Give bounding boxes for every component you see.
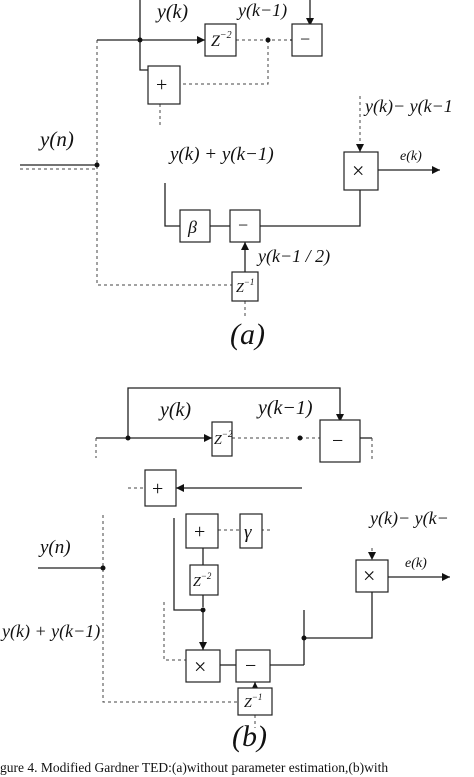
label-diff: y(k)− y(k− <box>368 508 449 529</box>
arrowhead <box>442 573 450 581</box>
minus-sign: − <box>238 215 248 235</box>
junction-dot <box>94 162 100 168</box>
delay-z2-block <box>211 421 233 457</box>
arrowhead <box>368 552 376 560</box>
label-yk: y(k) <box>155 1 188 23</box>
label-input: y(n) <box>38 537 71 558</box>
arrowhead <box>176 484 184 492</box>
label-output: e(k) <box>400 149 422 164</box>
arrowhead <box>356 144 364 152</box>
sublabel-a: (a) <box>230 318 265 351</box>
diagram-b: Z−2 − + + γ Z−2 × − Z−1 × y(k) y(k−1) y(… <box>0 387 450 753</box>
junction-dot <box>301 635 307 641</box>
times-sign: × <box>352 158 364 183</box>
plus-sign: + <box>156 74 167 96</box>
subtract-block-top <box>319 419 361 463</box>
label-yk: y(k) <box>158 399 191 421</box>
arrowhead <box>204 434 212 442</box>
minus-sign: − <box>245 655 256 677</box>
diagram-a: Z−2 − + × β − Z−1 y(k) y(k−1) y(n) y(k) … <box>20 0 453 351</box>
arrowhead <box>241 242 249 250</box>
delay-z1-label: Z−1 <box>244 692 262 711</box>
times-sign: × <box>363 563 375 588</box>
adder-block-top <box>144 469 177 507</box>
label-output: e(k) <box>405 556 427 571</box>
multiplier-block <box>185 649 221 683</box>
figure-caption: gure 4. Modified Gardner TED:(a)without … <box>0 760 388 775</box>
junction-dot <box>200 607 206 613</box>
delay-z2-loop-label: Z−2 <box>193 571 212 590</box>
gamma-symbol: γ <box>244 522 252 543</box>
label-diff: y(k)− y(k−1 <box>363 96 453 117</box>
subtract-block-top <box>291 23 323 57</box>
arrowhead <box>336 414 344 422</box>
delay-z2-label: Z−2 <box>211 30 232 50</box>
arrowhead <box>432 166 440 174</box>
gamma-block <box>239 513 263 549</box>
label-sum: y(k) + y(k−1) <box>168 144 274 165</box>
adder-block <box>147 65 181 105</box>
label-yk-1: y(k−1) <box>256 397 313 419</box>
delay-z1-block <box>231 271 259 302</box>
arrowhead <box>306 18 314 26</box>
delay-z2-label: Z−2 <box>214 429 233 448</box>
sublabel-b: (b) <box>232 720 267 753</box>
junction-dot <box>137 37 143 43</box>
label-sum: y(k) + y(k−1) <box>0 621 100 642</box>
label-half-delay: y(k−1 / 2) <box>256 246 330 267</box>
delay-z2-block-loop <box>189 564 219 596</box>
arrowhead <box>197 36 205 44</box>
junction-dot <box>297 435 303 441</box>
beta-symbol: β <box>187 217 197 237</box>
adder-block <box>185 513 219 549</box>
junction-dot <box>125 435 131 441</box>
subtract-block <box>229 209 261 243</box>
plus-sign: + <box>152 478 163 500</box>
multiplier-block <box>343 151 379 191</box>
delay-z1-label: Z−1 <box>236 277 254 296</box>
minus-sign: − <box>332 430 343 452</box>
label-yk-1: y(k−1) <box>236 0 287 21</box>
minus-sign: − <box>300 29 310 49</box>
plus-sign: + <box>194 521 205 543</box>
delay-z2-block <box>204 23 237 57</box>
label-input: y(n) <box>38 127 74 151</box>
subtract-block <box>235 649 271 683</box>
times-sign: × <box>194 654 206 679</box>
arrowhead <box>199 642 207 650</box>
junction-dot <box>100 565 106 571</box>
beta-block <box>179 209 211 243</box>
multiplier-block-out <box>355 559 389 593</box>
junction-dot <box>265 37 271 43</box>
delay-z1-block <box>237 687 273 716</box>
